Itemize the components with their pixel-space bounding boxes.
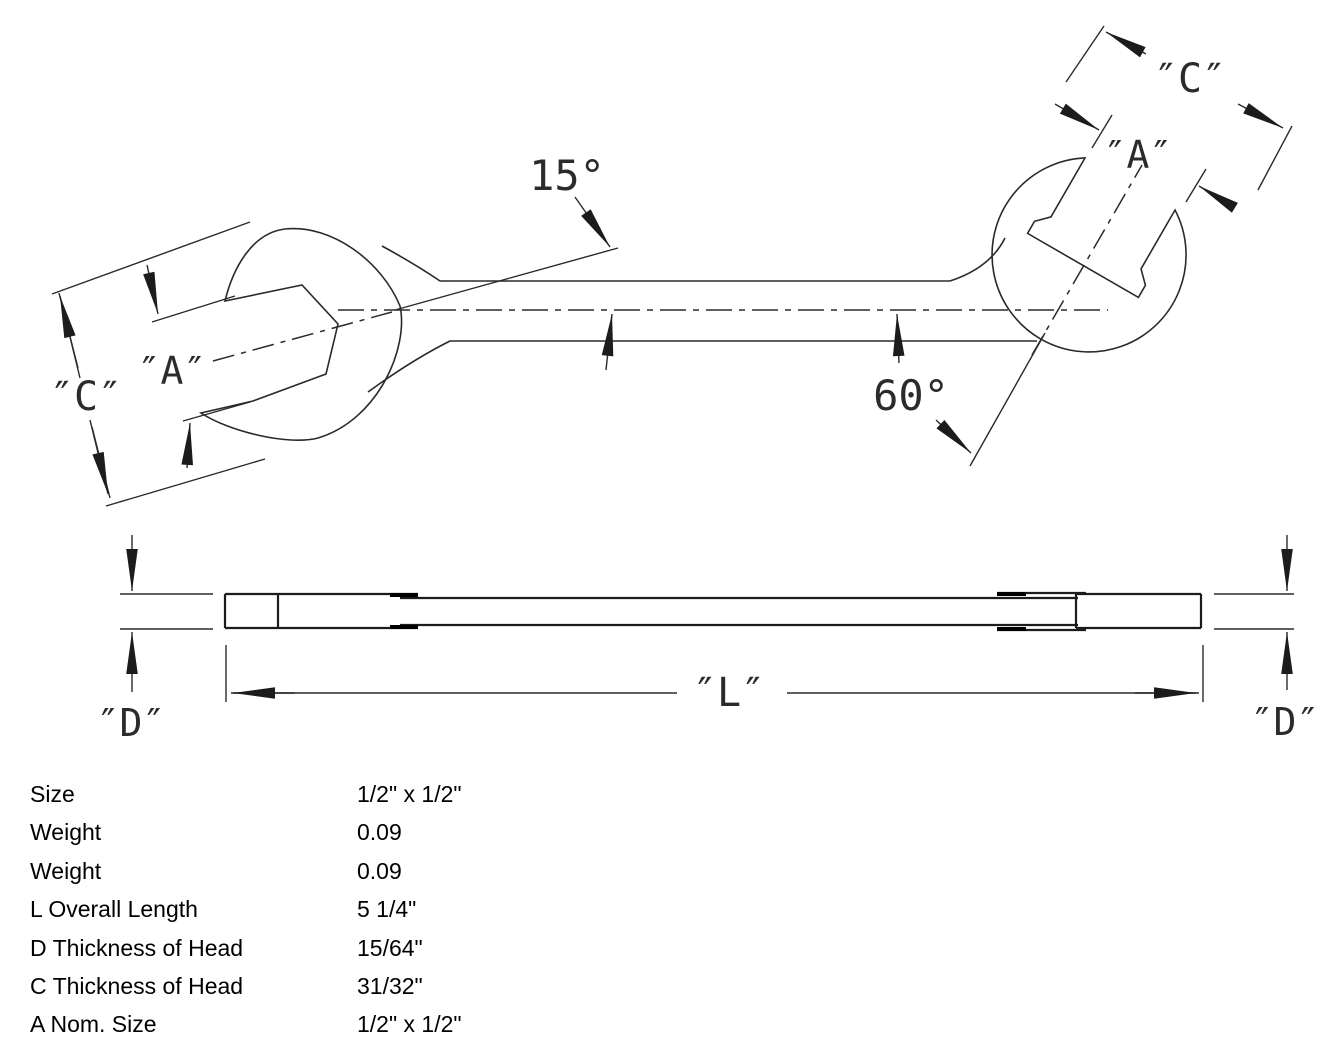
- left-jaw-axis: [212, 311, 393, 362]
- spec-value: 31/32": [357, 972, 423, 999]
- left-c-arrow-top: [59, 295, 81, 379]
- spec-value: 1/2" x 1/2": [357, 1011, 462, 1038]
- spec-row-size: Size 1/2" x 1/2": [30, 781, 730, 819]
- spec-row-weight: Weight 0.09: [30, 819, 730, 857]
- angle-60-arrow: [892, 313, 905, 364]
- spec-row-nom-size: A Nom. Size 1/2" x 1/2": [30, 1011, 730, 1049]
- angle-15-leader: [574, 196, 611, 248]
- right-a-arrow-lower: [1198, 185, 1238, 213]
- angle-15-arrow: [601, 313, 614, 371]
- left-d-label: ″D″: [97, 701, 166, 745]
- spec-row-overall-length: L Overall Length 5 1/4": [30, 896, 730, 934]
- left-head-outline: [199, 227, 403, 441]
- spec-table: Size 1/2" x 1/2" Weight 0.09 Weight 0.09…: [30, 781, 730, 1050]
- left-c-extension-top: [51, 221, 251, 295]
- spec-value: 0.09: [357, 857, 402, 884]
- right-jaw-axis: [1031, 164, 1143, 356]
- angle-60-leader: [935, 419, 972, 454]
- right-a-label: ″A″: [1104, 133, 1173, 177]
- left-a-extension-bottom: [182, 401, 251, 422]
- angle-60-reference-line: [969, 332, 1046, 467]
- spec-row-weight-2: Weight 0.09: [30, 858, 730, 896]
- shaft-top-edge: [381, 237, 1006, 282]
- spec-row-d-thickness: D Thickness of Head 15/64": [30, 935, 730, 973]
- right-c-arrow-right: [1237, 103, 1284, 129]
- left-a-arrow-top: [143, 264, 159, 315]
- spec-value: 1/2" x 1/2": [357, 781, 462, 807]
- spec-label: D Thickness of Head: [30, 934, 244, 961]
- spec-label: Size: [30, 781, 75, 807]
- shaft-bottom-edge: [367, 340, 1037, 393]
- angle-15-label: 15°: [529, 151, 605, 200]
- top-view: 15° 60° ″C″ ″A″ ″C″: [50, 25, 1293, 507]
- spec-label: A Nom. Size: [30, 1011, 157, 1038]
- spec-label: L Overall Length: [30, 896, 198, 923]
- right-a-extension-upper: [1091, 114, 1113, 149]
- left-a-extension-top: [151, 295, 236, 323]
- left-c-arrow-bottom: [89, 419, 109, 495]
- right-c-extension-top: [1065, 25, 1105, 83]
- left-a-arrow-bottom: [181, 422, 193, 469]
- right-c-arrow-top: [1105, 31, 1147, 58]
- spec-value: 15/64": [357, 934, 423, 961]
- right-a-extension-lower: [1185, 168, 1207, 203]
- spec-label: Weight: [30, 819, 102, 846]
- right-a-arrow-upper: [1054, 103, 1100, 131]
- right-head-outline: [991, 157, 1187, 353]
- length-l-label: ″L″: [693, 670, 765, 716]
- right-d-label: ″D″: [1251, 700, 1320, 744]
- left-c-extension-bottom: [105, 458, 266, 507]
- right-c-extension-right: [1257, 125, 1293, 191]
- spec-label: C Thickness of Head: [30, 972, 244, 999]
- angle-60-label: 60°: [873, 371, 949, 420]
- right-c-label: ″C″: [1154, 56, 1226, 102]
- left-c-label: ″C″: [50, 374, 122, 420]
- angle-15-reference-line: [394, 247, 619, 311]
- left-a-label: ″A″: [138, 349, 207, 393]
- spec-value: 5 1/4": [357, 896, 417, 923]
- technical-drawing: 15° 60° ″C″ ″A″ ″C″: [50, 25, 1320, 745]
- spec-row-c-thickness: C Thickness of Head 31/32": [30, 973, 730, 1011]
- spec-label: Weight: [30, 857, 102, 884]
- spec-value: 0.09: [357, 819, 402, 846]
- side-view: ″D″ ″D″ ″L″: [97, 535, 1320, 745]
